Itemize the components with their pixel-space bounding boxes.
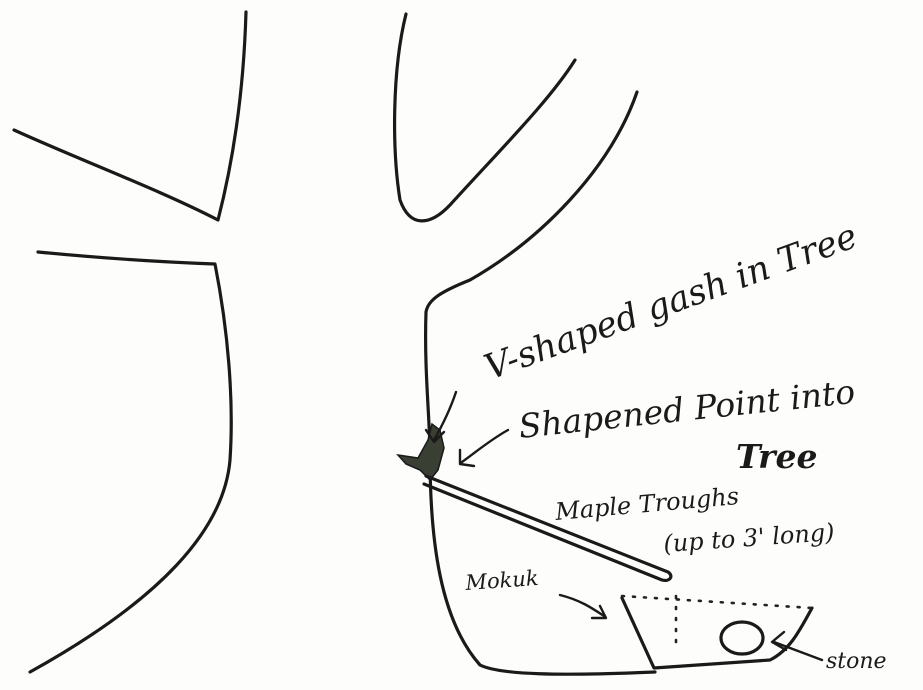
stone-shape (721, 622, 763, 654)
right-branch-inner-outline (395, 14, 575, 221)
left-trunk-outline (30, 252, 231, 672)
point-label-line2: Tree (736, 437, 818, 476)
mokuk-label: Mokuk (464, 566, 540, 595)
point-label-line1: Shapened Point into (517, 372, 857, 446)
point-arrow (462, 430, 508, 462)
stone-arrow-head (772, 632, 786, 650)
stone-label: stone (826, 649, 887, 674)
troughs-label-line1: Maple Troughs (553, 482, 740, 526)
mokuk-rim-dotted (622, 596, 812, 608)
mokuk-arrow (560, 595, 604, 616)
gash-arrow (434, 392, 456, 440)
troughs-label-line2: (up to 3' long) (662, 518, 835, 558)
gash-label: V-shaped gash in Tree (479, 216, 862, 388)
left-branch-outline (14, 12, 246, 220)
right-trunk-outline (426, 92, 655, 674)
